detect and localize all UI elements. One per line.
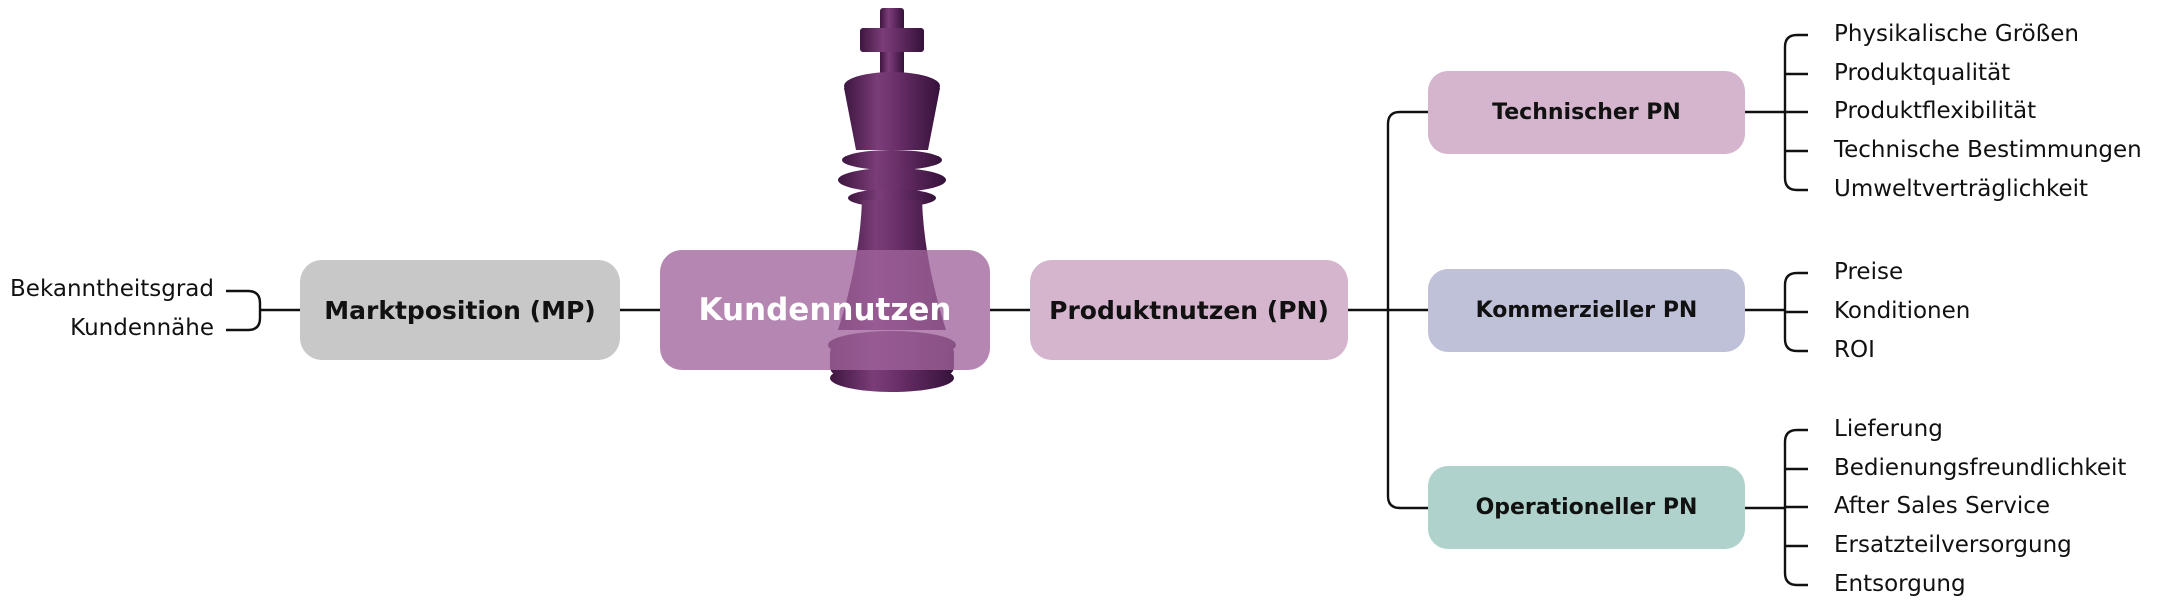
leaf-kundennaehe: Kundennähe — [70, 315, 214, 341]
leaf-bekanntheitsgrad: Bekanntheitsgrad — [10, 276, 214, 302]
node-produktnutzen: Produktnutzen (PN) — [1030, 260, 1348, 360]
leaf-after-sales-service: After Sales Service — [1834, 493, 2051, 519]
leaf-lieferung: Lieferung — [1834, 416, 1943, 442]
node-operationeller-pn: Operationeller PN — [1428, 466, 1745, 549]
leaf-physikalische-groessen: Physikalische Größen — [1834, 21, 2079, 47]
leaf-umweltvertraeglichkeit: Umweltverträglichkeit — [1834, 176, 2089, 202]
node-kommerzieller-pn: Kommerzieller PN — [1428, 269, 1745, 352]
node-technischer-pn: Technischer PN — [1428, 71, 1745, 154]
leaf-produktflexibilitaet: Produktflexibilität — [1834, 98, 2037, 124]
node-marktposition: Marktposition (MP) — [300, 260, 620, 360]
leaf-technische-bestimmungen: Technische Bestimmungen — [1834, 137, 2142, 163]
leaf-ersatzteilversorgung: Ersatzteilversorgung — [1834, 532, 2072, 558]
leaf-bedienungsfreundlichkeit: Bedienungsfreundlichkeit — [1834, 455, 2127, 481]
leaf-konditionen: Konditionen — [1834, 298, 1971, 324]
leaf-entsorgung: Entsorgung — [1834, 571, 1966, 597]
node-kundennutzen: Kundennutzen — [660, 250, 990, 370]
leaf-produktqualitaet: Produktqualität — [1834, 60, 2011, 86]
leaf-preise: Preise — [1834, 259, 1904, 285]
leaf-roi: ROI — [1834, 337, 1875, 363]
